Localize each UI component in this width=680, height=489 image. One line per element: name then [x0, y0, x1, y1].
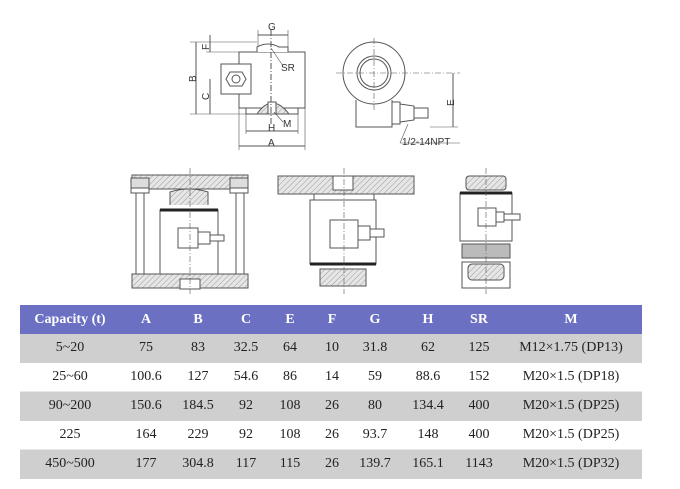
header-a: A: [120, 305, 172, 334]
cell-g: 80: [352, 391, 398, 421]
cell-m: M12×1.75 (DP13): [500, 334, 642, 363]
cell-a: 164: [120, 420, 172, 450]
cell-capacity: 450~500: [20, 449, 120, 479]
cell-c: 92: [224, 391, 268, 421]
mounting-assembly-base: [459, 168, 521, 294]
header-f: F: [312, 305, 352, 334]
technical-drawing: G F B C SR M H A E 1/2-14NPT: [130, 22, 521, 294]
header-e: E: [268, 305, 312, 334]
label-e: E: [446, 99, 457, 106]
cell-sr: 400: [458, 391, 500, 421]
header-sr: SR: [458, 305, 500, 334]
cell-e: 86: [268, 362, 312, 392]
cell-sr: 1143: [458, 449, 500, 479]
cell-m: M20×1.5 (DP32): [500, 449, 642, 479]
cell-g: 31.8: [352, 334, 398, 363]
cell-b: 304.8: [172, 449, 224, 479]
cell-f: 26: [312, 420, 352, 450]
cell-g: 93.7: [352, 420, 398, 450]
table-header-row: Capacity (t) A B C E F G H SR M: [20, 305, 642, 334]
cell-b: 229: [172, 420, 224, 450]
header-b: B: [172, 305, 224, 334]
cell-f: 26: [312, 449, 352, 479]
cell-m: M20×1.5 (DP18): [500, 362, 642, 392]
cell-c: 117: [224, 449, 268, 479]
cell-b: 184.5: [172, 391, 224, 421]
cell-capacity: 90~200: [20, 391, 120, 421]
cell-sr: 125: [458, 334, 500, 363]
cell-e: 64: [268, 334, 312, 363]
mounting-assembly-frame: [130, 168, 249, 294]
cell-e: 108: [268, 391, 312, 421]
label-a: A: [268, 138, 275, 149]
cell-sr: 400: [458, 420, 500, 450]
header-m: M: [500, 305, 642, 334]
header-h: H: [398, 305, 458, 334]
cell-c: 92: [224, 420, 268, 450]
cell-h: 88.6: [398, 362, 458, 392]
side-dimension-view: [336, 38, 460, 144]
label-thread: 1/2-14NPT: [402, 137, 450, 148]
cell-h: 148: [398, 420, 458, 450]
cell-sr: 152: [458, 362, 500, 392]
table-row: 225 164 229 92 108 26 93.7 148 400 M20×1…: [20, 420, 642, 450]
label-b: B: [188, 75, 199, 82]
cell-b: 83: [172, 334, 224, 363]
cell-capacity: 5~20: [20, 334, 120, 363]
cell-capacity: 25~60: [20, 362, 120, 392]
label-c: C: [201, 93, 212, 100]
table-row: 25~60 100.6 127 54.6 86 14 59 88.6 152 M…: [20, 362, 642, 392]
label-g: G: [268, 22, 276, 33]
cell-m: M20×1.5 (DP25): [500, 391, 642, 421]
cell-h: 165.1: [398, 449, 458, 479]
header-c: C: [224, 305, 268, 334]
table-row: 90~200 150.6 184.5 92 108 26 80 134.4 40…: [20, 391, 642, 421]
cell-capacity: 225: [20, 420, 120, 450]
cell-a: 75: [120, 334, 172, 363]
cell-f: 14: [312, 362, 352, 392]
cell-m: M20×1.5 (DP25): [500, 420, 642, 450]
cell-e: 115: [268, 449, 312, 479]
cell-a: 100.6: [120, 362, 172, 392]
cell-f: 10: [312, 334, 352, 363]
cell-e: 108: [268, 420, 312, 450]
cell-c: 54.6: [224, 362, 268, 392]
label-m: M: [283, 119, 291, 130]
cell-h: 134.4: [398, 391, 458, 421]
table-row: 5~20 75 83 32.5 64 10 31.8 62 125 M12×1.…: [20, 334, 642, 363]
table-row: 450~500 177 304.8 117 115 26 139.7 165.1…: [20, 449, 642, 479]
cell-g: 59: [352, 362, 398, 392]
cell-b: 127: [172, 362, 224, 392]
cell-a: 150.6: [120, 391, 172, 421]
cell-h: 62: [398, 334, 458, 363]
header-g: G: [352, 305, 398, 334]
front-dimension-view: [190, 30, 306, 150]
header-capacity: Capacity (t): [20, 305, 120, 334]
specification-table: Capacity (t) A B C E F G H SR M 5~20 75 …: [20, 305, 642, 479]
cell-c: 32.5: [224, 334, 268, 363]
cell-g: 139.7: [352, 449, 398, 479]
mounting-assembly-top-plate: [277, 168, 415, 294]
cell-f: 26: [312, 391, 352, 421]
label-h: H: [268, 123, 275, 134]
label-f: F: [201, 44, 212, 50]
label-sr: SR: [281, 63, 295, 74]
cell-a: 177: [120, 449, 172, 479]
